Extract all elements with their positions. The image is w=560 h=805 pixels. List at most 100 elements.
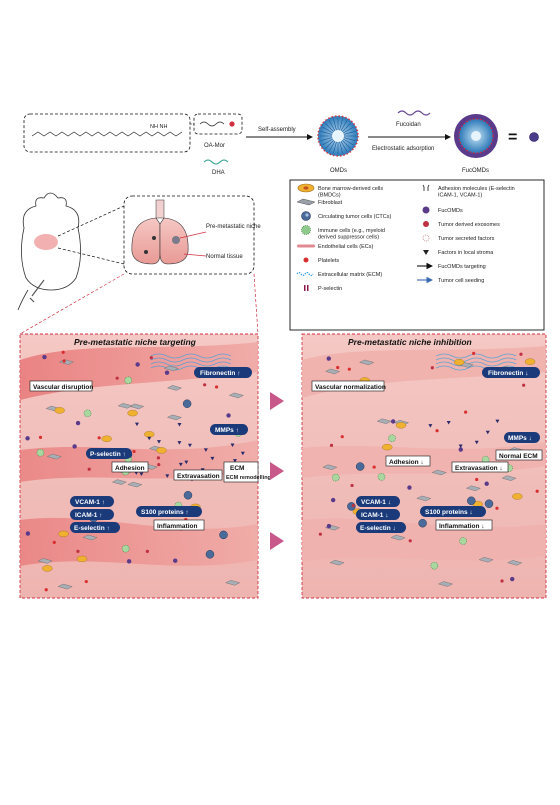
immune-cell: [388, 434, 396, 443]
exosome-particle: [62, 359, 66, 363]
fibroblast: [390, 534, 406, 541]
exosome-particle: [97, 436, 101, 440]
oa-mor-molecule-icon: [199, 121, 225, 127]
fucomd-particle: [75, 420, 81, 426]
fibroblast: [359, 359, 375, 366]
fibroblast: [166, 414, 183, 421]
ecm-fiber: [436, 357, 517, 363]
icam-pill: [70, 509, 114, 520]
fucomds-label: FucOMDs: [462, 168, 489, 174]
bmdc-cell: [453, 359, 465, 366]
normal-tissue-label: Normal tissue: [206, 254, 243, 260]
e-selectin-pill: [70, 522, 120, 533]
inflammation-label-right: Inflammation ↓: [439, 523, 485, 530]
fibroblast: [478, 557, 494, 563]
fucomd-nanoparticle-icon: [454, 114, 498, 158]
fucomd-particle: [173, 558, 178, 563]
stroma-factor: [177, 441, 182, 445]
vcam-pill: [70, 496, 114, 507]
zoom-line-panel-left: [19, 273, 125, 335]
legend-label: FucOMDs: [438, 208, 463, 214]
zoom-line-panel-right: [253, 273, 259, 335]
stroma-factor: [232, 459, 237, 463]
e-selectin-pill-right: [356, 522, 406, 533]
fucomd-particle: [25, 436, 30, 441]
bmdc-cell: [512, 493, 523, 500]
legend-label: Bone marrow-derived cells(BMDCs): [318, 186, 383, 199]
trachea-icon: [155, 199, 165, 219]
exosome-particle: [464, 410, 468, 414]
exosome-particle: [156, 456, 160, 460]
syringe-icon: [31, 279, 45, 297]
exosome-particle: [535, 489, 539, 493]
zoom-line-bottom: [57, 247, 125, 265]
bmdc-cell: [101, 435, 112, 442]
stroma-factor: [147, 436, 152, 441]
fatty-acid-chain: [31, 131, 183, 137]
bmdc-cell: [58, 530, 69, 538]
legend-box: [289, 179, 545, 331]
bmdc-icon: [297, 183, 315, 193]
mouse-lung-region: [34, 234, 58, 250]
fibronectin-label: Fibronectin ↑: [200, 370, 240, 377]
exosome-particle: [336, 365, 340, 370]
exosome-particle: [52, 540, 56, 544]
immune-cell: [430, 561, 439, 570]
ecm-remodelling-label: ECM remodelling: [226, 475, 271, 481]
lung-inset: Pre-metastatic niche Normal tissue: [123, 195, 261, 275]
ecm-icon: [296, 271, 314, 277]
ecm-fiber: [436, 361, 517, 367]
exosome-particle: [519, 352, 523, 356]
tissue-spot-icon: [144, 250, 148, 254]
vcam-pill-right: [356, 496, 400, 507]
fucoidan-molecule-icon: [397, 110, 431, 116]
stroma-factor: [210, 456, 215, 461]
icam-label: ICAM-1 ↑: [75, 512, 102, 519]
exosome-particle: [351, 503, 355, 508]
legend-label: FucOMDs targeting: [438, 264, 486, 270]
exosome-particle: [84, 579, 88, 584]
ctc-cell: [205, 550, 215, 559]
exosome-particle: [61, 350, 65, 354]
mmps-label-right: MMPs ↓: [508, 435, 532, 442]
stroma-factor: [428, 424, 433, 428]
electrostatic-label: Electrostatic adsorption: [372, 146, 434, 152]
exosome-particle: [145, 549, 149, 553]
ecm-fiber: [150, 361, 232, 367]
exosome-particle: [522, 383, 526, 387]
legend-label: Fibroblast: [318, 200, 343, 206]
extravasation-label-right: Extravasation ↓: [455, 465, 503, 472]
equals-sign: =: [508, 129, 517, 146]
exosome-particle: [347, 367, 351, 371]
fucomd-particle: [407, 485, 412, 490]
left-lung-icon: [131, 217, 161, 265]
immune-cell: [121, 544, 130, 553]
stroma-factor: [446, 420, 451, 425]
ctc-cell: [355, 462, 365, 471]
legend-label: Extracellular matrix (ECM): [318, 272, 382, 278]
mmps-pill-right: [504, 432, 540, 443]
stroma-factor: [165, 474, 170, 478]
stroma-factor: [177, 423, 182, 427]
exosome-particle: [38, 435, 43, 439]
vascular-normalization-box: [311, 380, 385, 392]
fibroblast: [46, 453, 62, 460]
fibroblast: [82, 534, 98, 541]
adhesion-label-right: Adhesion ↓: [389, 459, 424, 466]
fibroblast: [57, 583, 73, 590]
immune-cell: [332, 473, 340, 482]
e-selectin-label-right: E-selectin ↓: [360, 525, 396, 532]
amine-label: NH NH: [150, 124, 167, 130]
fibroblast: [127, 481, 143, 488]
exosome-particle: [76, 549, 80, 553]
mmps-pill: [210, 424, 248, 435]
fibroblast: [322, 464, 338, 470]
fibroblast: [37, 558, 53, 564]
exosome-particle: [115, 376, 119, 380]
legend-label: Tumor cell seeding: [438, 278, 484, 284]
fibroblast: [166, 385, 183, 391]
fucomd-particle: [326, 356, 331, 361]
fucoidan-label: Fucoidan: [396, 122, 421, 128]
